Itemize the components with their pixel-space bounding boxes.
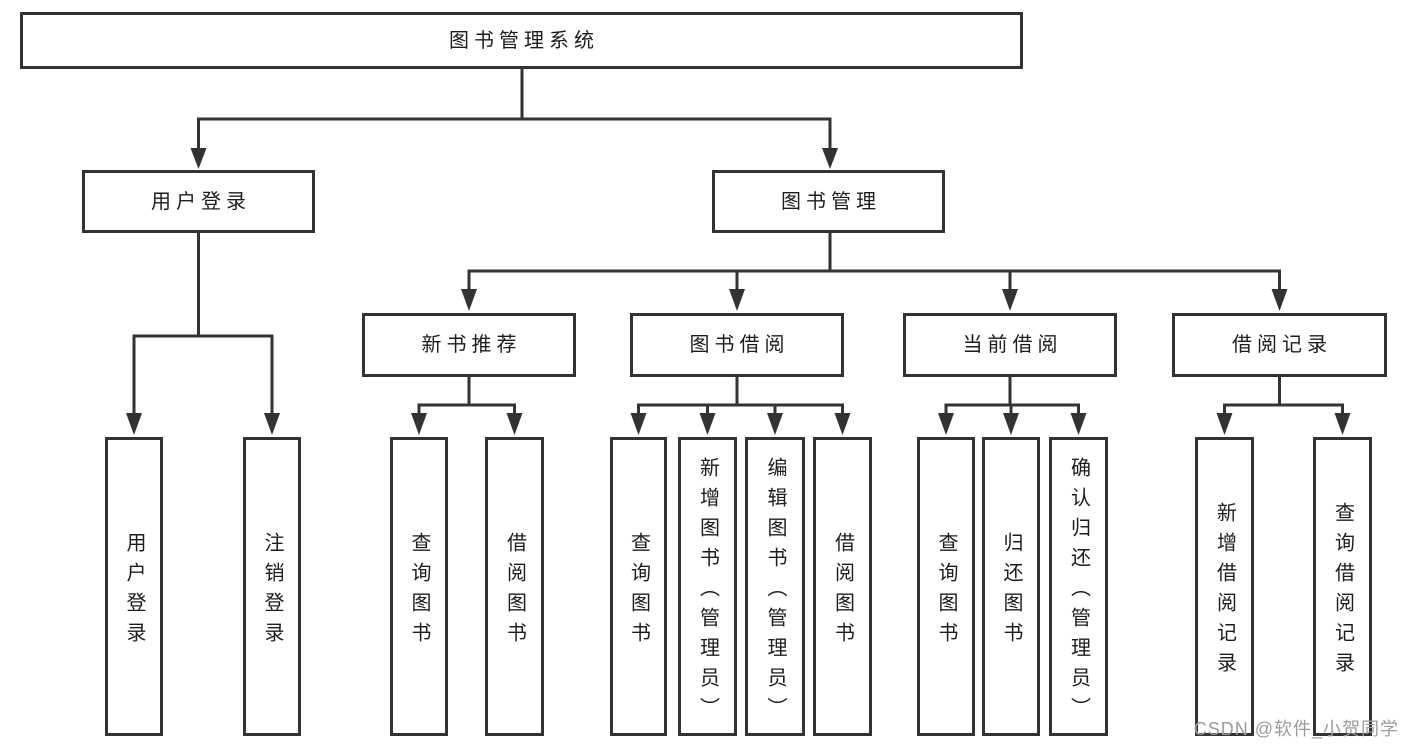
arrow-down-icon bbox=[506, 413, 523, 435]
arrow-down-icon bbox=[1216, 413, 1233, 435]
leaf-return-books: 归还图书 bbox=[982, 437, 1040, 736]
connector-path bbox=[132, 68, 1344, 416]
node-book-borrowing: 图书借阅 bbox=[630, 313, 844, 377]
node-borrowing-records: 借阅记录 bbox=[1172, 313, 1387, 377]
node-label: 新增借阅记录 bbox=[1213, 501, 1236, 682]
node-label: 归还图书 bbox=[1000, 531, 1022, 652]
node-label: 编辑图书（管理员） bbox=[764, 456, 786, 727]
node-label: 新增图书（管理员） bbox=[696, 456, 719, 727]
arrow-down-icon bbox=[729, 289, 745, 311]
node-label: 用户登录 bbox=[151, 190, 251, 213]
leaf-logout: 注销登录 bbox=[243, 437, 301, 736]
arrow-down-icon bbox=[1070, 413, 1087, 435]
node-label: 图书管理系统 bbox=[449, 29, 599, 52]
arrow-down-icon bbox=[1334, 413, 1351, 435]
node-current-borrowing: 当前借阅 bbox=[903, 313, 1117, 377]
leaf-query-books-newbook: 查询图书 bbox=[390, 437, 448, 736]
arrow-down-icon bbox=[767, 413, 783, 435]
node-book-management: 图书管理 bbox=[712, 170, 945, 233]
leaf-confirm-return-admin: 确认归还（管理员） bbox=[1049, 437, 1108, 736]
arrow-down-icon bbox=[461, 289, 477, 311]
node-label: 借阅记录 bbox=[1232, 334, 1332, 356]
node-label: 当前借阅 bbox=[962, 334, 1063, 356]
node-label: 图书借阅 bbox=[689, 334, 790, 356]
arrow-down-icon bbox=[938, 413, 954, 435]
leaf-user-login: 用户登录 bbox=[105, 437, 163, 736]
node-label: 注销登录 bbox=[261, 531, 283, 652]
node-user-login: 用户登录 bbox=[82, 170, 315, 233]
node-library-management-system: 图书管理系统 bbox=[20, 12, 1023, 69]
leaf-edit-books-admin: 编辑图书（管理员） bbox=[745, 437, 805, 736]
leaf-query-borrow-record: 查询借阅记录 bbox=[1313, 437, 1372, 736]
arrow-down-icon bbox=[264, 413, 280, 435]
arrow-down-icon bbox=[1002, 289, 1018, 311]
arrow-down-icon bbox=[699, 413, 716, 435]
node-label: 查询借阅记录 bbox=[1331, 501, 1354, 682]
leaf-add-books-admin: 新增图书（管理员） bbox=[678, 437, 737, 736]
leaf-borrow-books-borrowing: 借阅图书 bbox=[813, 437, 872, 736]
arrow-down-icon bbox=[834, 413, 851, 435]
leaf-borrow-books-newbook: 借阅图书 bbox=[485, 437, 544, 736]
node-label: 图书管理 bbox=[781, 190, 881, 213]
arrow-down-icon bbox=[126, 413, 142, 435]
node-label: 查询图书 bbox=[627, 531, 650, 652]
leaf-add-borrow-record: 新增借阅记录 bbox=[1195, 437, 1254, 736]
node-new-book-recommend: 新书推荐 bbox=[362, 313, 576, 377]
leaf-query-books-current: 查询图书 bbox=[917, 437, 975, 736]
node-label: 借阅图书 bbox=[831, 531, 854, 652]
arrow-down-icon bbox=[630, 413, 647, 435]
arrow-down-icon bbox=[190, 148, 207, 169]
arrow-down-icon bbox=[822, 148, 838, 169]
node-label: 确认归还（管理员） bbox=[1067, 456, 1090, 727]
leaf-query-books-borrowing: 查询图书 bbox=[610, 437, 667, 736]
arrow-down-icon bbox=[411, 413, 427, 435]
arrow-down-icon bbox=[1003, 413, 1019, 435]
watermark: CSDN @软件_小贺同学 bbox=[1193, 719, 1399, 739]
node-label: 查询图书 bbox=[935, 531, 957, 652]
node-label: 查询图书 bbox=[408, 531, 430, 652]
node-label: 新书推荐 bbox=[421, 334, 522, 356]
arrow-down-icon bbox=[1271, 289, 1288, 311]
node-label: 用户登录 bbox=[123, 531, 145, 652]
node-label: 借阅图书 bbox=[503, 531, 526, 652]
